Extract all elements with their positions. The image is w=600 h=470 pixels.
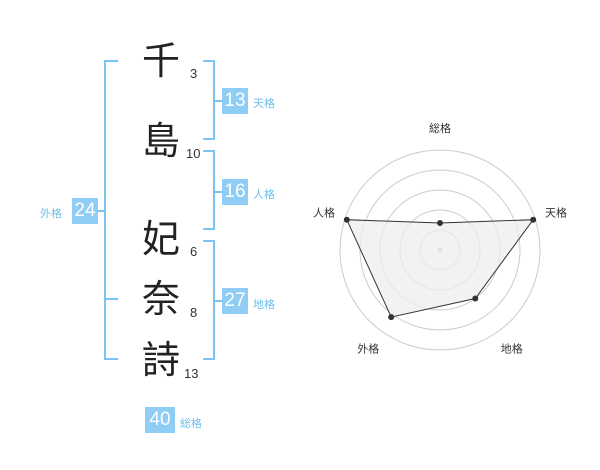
jinkaku-label: 人格 <box>253 188 275 201</box>
radar-axis-label: 外格 <box>357 342 379 356</box>
stroke-count-5: 13 <box>184 366 199 381</box>
chikaku-value: 27 <box>222 288 248 314</box>
gaikaku-label: 外格 <box>40 207 62 220</box>
jinkaku-bracket-top <box>203 150 215 152</box>
name-char-4: 奈 <box>141 277 180 321</box>
radar-axis-label: 天格 <box>545 205 567 219</box>
stroke-count-1: 3 <box>190 66 198 81</box>
tenkaku-value: 13 <box>222 88 248 114</box>
name-char-3: 妃 <box>141 217 180 261</box>
radar-area <box>346 219 535 318</box>
radar-point <box>530 216 537 223</box>
jinkaku-connector <box>213 191 222 193</box>
soukaku-value: 40 <box>145 407 175 433</box>
jinkaku-bracket-vertical <box>213 150 215 230</box>
gaikaku-connector <box>98 210 106 212</box>
radar-ring <box>339 149 541 351</box>
soukaku-label: 総格 <box>180 417 202 430</box>
name-char-2: 島 <box>141 119 180 163</box>
jinkaku-value: 16 <box>222 179 248 205</box>
tenkaku-bracket-bottom <box>203 138 215 140</box>
radar-point <box>472 295 479 302</box>
radar-point <box>437 220 443 226</box>
radar-axis-label: 人格 <box>313 205 335 219</box>
radar-ring <box>359 169 521 331</box>
radar-points <box>343 216 537 321</box>
gaikaku-bracket-bottom <box>104 358 118 360</box>
name-char-1: 千 <box>141 39 180 83</box>
stroke-count-3: 6 <box>190 244 198 259</box>
tenkaku-label: 天格 <box>253 97 275 110</box>
stroke-count-4: 8 <box>190 305 198 320</box>
radar-point <box>343 216 350 223</box>
tenkaku-bracket-top <box>203 60 215 62</box>
chikaku-connector <box>213 300 222 302</box>
radar-point <box>388 314 395 321</box>
chikaku-bracket-bottom <box>203 358 215 360</box>
chikaku-label: 地格 <box>253 298 275 311</box>
jinkaku-bracket-bottom <box>203 228 215 230</box>
radar-axis-label: 総格 <box>429 121 451 135</box>
tenkaku-connector <box>213 100 222 102</box>
name-char-5: 詩 <box>141 338 180 382</box>
gaikaku-value: 24 <box>72 198 98 224</box>
gaikaku-bracket-mid <box>104 298 118 300</box>
radar-axis-label: 地格 <box>501 342 523 356</box>
stroke-count-2: 10 <box>186 146 201 161</box>
chikaku-bracket-top <box>203 240 215 242</box>
gaikaku-bracket-top <box>104 60 118 62</box>
